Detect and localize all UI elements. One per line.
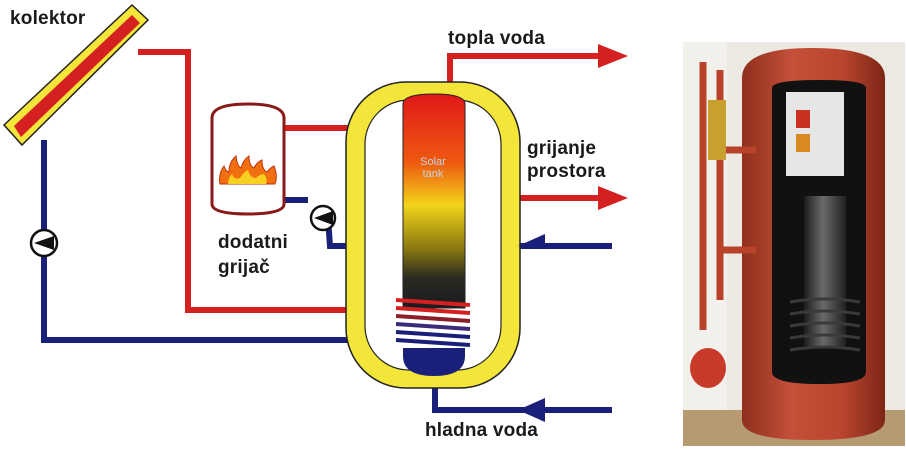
tank-label-line2: tank xyxy=(408,168,458,180)
tank-label-line1: Solar xyxy=(408,156,458,168)
space-heating-label-line2: prostora xyxy=(527,161,606,183)
arrow-right-icon xyxy=(598,44,628,68)
cold-water-label: hladna voda xyxy=(425,420,538,442)
auxiliary-heater xyxy=(212,104,284,214)
aux-heater-label-line1: dodatni xyxy=(218,232,288,254)
aux-heater-label-line2: grijač xyxy=(218,257,270,279)
pump-icon xyxy=(311,206,335,230)
tank-photo xyxy=(683,42,905,446)
arrow-left-icon xyxy=(518,234,612,258)
arrow-right-icon xyxy=(598,186,628,210)
storage-tank xyxy=(346,82,520,388)
hot-water-label: topla voda xyxy=(448,28,545,50)
pump-icon xyxy=(31,230,57,256)
space-heating-label-line1: grijanje xyxy=(527,138,596,160)
collector-label: kolektor xyxy=(10,8,86,30)
arrow-left-icon xyxy=(518,398,612,422)
